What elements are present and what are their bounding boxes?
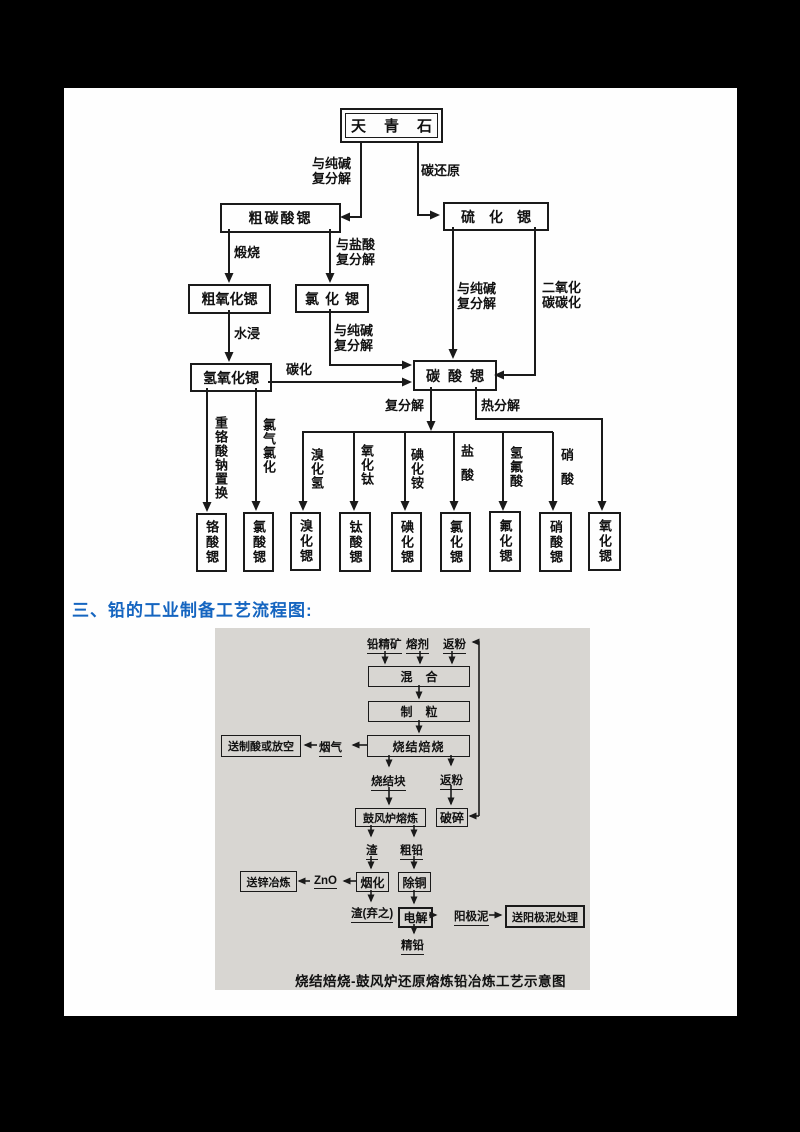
edge-label-co2-carbonation: 二氧化 碳碳化 [542, 280, 582, 310]
node-sri2: 碘化锶 [391, 512, 422, 572]
node-fuming: 烟化 [356, 872, 389, 892]
label-refined-lead: 精铅 [401, 937, 424, 955]
node-srcl2-product: 氯化锶 [440, 512, 471, 572]
edge-label-water-leach: 水浸 [234, 326, 261, 341]
node-mixing: 混合 [368, 666, 470, 687]
node-crude-srco3: 粗碳酸锶 [220, 203, 341, 233]
label-slag: 渣 [366, 842, 378, 860]
node-granulation: 制粒 [368, 701, 470, 722]
input-lead-concentrate: 铅精矿 [367, 636, 402, 654]
node-sro: 氧化锶 [588, 512, 621, 571]
edge-label-thermal-decomposition: 热分解 [481, 398, 521, 413]
edge-label-nh4i: 碘化铵 [409, 448, 424, 490]
node-celestite-inner: 天青石 [345, 113, 438, 138]
node-srclo3: 氯酸锶 [243, 512, 274, 572]
label-anode-slime: 阳极泥 [454, 908, 489, 926]
node-electrolysis: 电解 [398, 907, 433, 928]
edge-label-metathesis: 复分解 [385, 398, 425, 413]
edge-label-calcination: 煅烧 [234, 245, 261, 260]
section-heading: 三、铅的工业制备工艺流程图: [72, 601, 313, 620]
input-flux: 熔剂 [406, 636, 429, 654]
label-crude-lead: 粗铅 [400, 842, 423, 860]
node-blast-furnace: 鼓风炉熔炼 [355, 808, 426, 827]
label-sinter-block: 烧结块 [371, 773, 406, 791]
node-crude-sro: 粗氧化锶 [188, 284, 271, 314]
edge-label-hcl: 盐酸 [459, 444, 474, 492]
node-to-zinc: 送锌冶炼 [240, 871, 297, 892]
lead-flowchart-panel [215, 628, 590, 990]
node-srtio3: 钛酸锶 [339, 512, 371, 572]
edge-label-soda-metathesis-mid: 与纯碱 复分解 [334, 323, 374, 353]
edge-label-hf: 氢氟酸 [508, 446, 523, 488]
label-flue-gas: 烟气 [319, 739, 342, 757]
edge-label-carbonation: 碳化 [286, 362, 313, 377]
edge-label-hbr: 溴化氢 [309, 448, 324, 490]
edge-label-tio: 氧化钛 [359, 444, 374, 486]
node-to-acid-or-vent: 送制酸或放空 [221, 735, 301, 757]
node-crushing: 破碎 [436, 808, 468, 827]
lead-flowchart-caption: 烧结焙烧-鼓风炉还原熔炼铅冶炼工艺示意图 [295, 974, 566, 989]
node-srbr2: 溴化锶 [290, 512, 321, 571]
node-srco3: 碳酸锶 [413, 360, 497, 391]
edge-label-chlorine-chlorination: 氯气氯化 [261, 418, 276, 474]
edge-label-hno3: 硝酸 [559, 448, 574, 496]
node-srcl2: 氯化锶 [295, 284, 369, 313]
node-srcro4: 铬酸锶 [196, 513, 227, 572]
edge-label-soda-metathesis-right: 与纯碱 复分解 [457, 281, 497, 311]
edge-label-carbon-reduction: 碳还原 [421, 163, 461, 178]
node-sinter-roast: 烧结焙烧 [367, 735, 470, 757]
node-srs: 硫化锶 [443, 202, 549, 231]
node-celestite-label: 天青石 [350, 118, 450, 135]
node-copper-removal: 除铜 [398, 872, 431, 892]
node-anode-slime-treatment: 送阳极泥处理 [505, 905, 585, 928]
node-celestite: 天青石 [340, 108, 443, 143]
edge-label-soda-metathesis-top: 与纯碱 复分解 [312, 156, 352, 186]
edge-label-hcl-metathesis: 与盐酸 复分解 [336, 237, 376, 267]
node-srno3: 硝酸锶 [539, 512, 572, 572]
input-return-fines: 返粉 [443, 636, 466, 654]
node-sroh2: 氢氧化锶 [190, 363, 272, 392]
label-slag-discard: 渣(弃之) [351, 905, 394, 923]
label-return-fines-2: 返粉 [440, 772, 463, 790]
label-zno: ZnO [314, 875, 337, 889]
node-srf2: 氟化锶 [489, 511, 521, 572]
edge-label-sodium-dichromate: 重铬酸钠置换 [213, 416, 228, 500]
